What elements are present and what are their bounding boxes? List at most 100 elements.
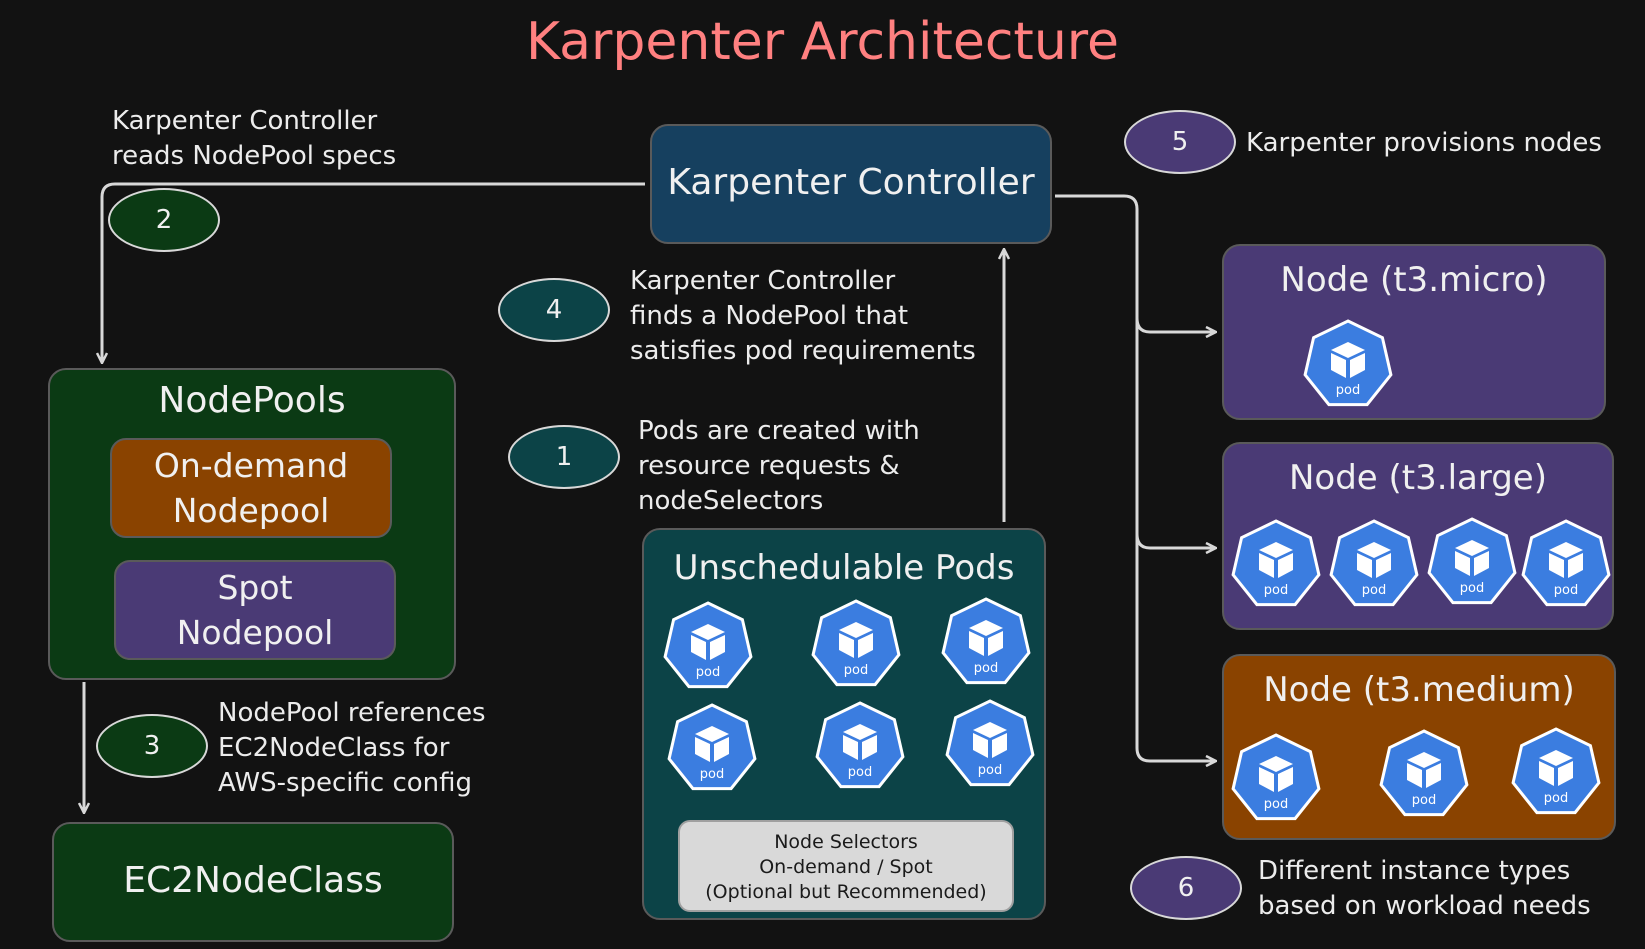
pod-label: pod <box>848 765 872 780</box>
pod-heptagon <box>667 703 757 791</box>
pod-shape: pod <box>815 701 905 789</box>
pod-icon: pod <box>1328 518 1420 610</box>
node-label: Node (t3.large) <box>1288 458 1547 498</box>
step-badge-2: 2 <box>108 188 220 252</box>
arrow-to-node-large <box>1135 533 1215 548</box>
pod-icon: pod <box>662 600 754 692</box>
pod-icon: pod <box>944 698 1036 790</box>
step-badge-1: 1 <box>508 425 620 489</box>
arrow-controller-to-nodepools <box>102 182 645 362</box>
pod-icon: pod <box>1520 518 1612 610</box>
step-note-6: Different instance types based on worklo… <box>1258 856 1591 921</box>
ec2nodeclass-box: EC2NodeClass <box>52 822 454 942</box>
pod-shape: pod <box>663 601 753 689</box>
node-label: Node (t3.medium) <box>1263 670 1575 710</box>
on-demand-nodepool: On-demand Nodepool <box>110 438 392 538</box>
pod-icon: pod <box>810 598 902 690</box>
pod-label: pod <box>1554 583 1578 598</box>
pod-heptagon <box>815 701 905 789</box>
cube-icon <box>973 722 1007 758</box>
arrow-to-node-micro <box>1135 317 1215 332</box>
pod-label: pod <box>844 663 868 678</box>
step-note-1: Pods are created with resource requests … <box>638 416 920 516</box>
unschedulable-pods-box: Unschedulable Pods pod pod pod pod pod p… <box>642 528 1046 920</box>
step-badge-3: 3 <box>96 714 208 778</box>
pod-label: pod <box>1336 383 1360 398</box>
pod-label: pod <box>1264 583 1288 598</box>
cube-icon <box>1539 750 1573 786</box>
pod-icon: pod <box>1426 516 1518 608</box>
pod-label: pod <box>1362 583 1386 598</box>
pod-heptagon <box>941 597 1031 685</box>
node-label: Node (t3.micro) <box>1280 260 1548 300</box>
pod-shape: pod <box>1329 519 1419 607</box>
step-badge-6: 6 <box>1130 856 1242 920</box>
pod-heptagon <box>1231 519 1321 607</box>
pod-icon: pod <box>814 700 906 792</box>
pod-shape: pod <box>1231 733 1321 821</box>
pod-shape: pod <box>1521 519 1611 607</box>
cube-icon <box>969 620 1003 656</box>
step-badge-5: 5 <box>1124 110 1236 174</box>
cube-icon <box>695 726 729 762</box>
pod-icon: pod <box>666 702 758 794</box>
pod-label: pod <box>1264 797 1288 812</box>
step-note-5: Karpenter provisions nodes <box>1246 128 1602 158</box>
cube-icon <box>1407 752 1441 788</box>
pod-shape: pod <box>1379 729 1469 817</box>
karpenter-controller-label: Karpenter Controller <box>667 162 1035 203</box>
spot-nodepool: Spot Nodepool <box>114 560 396 660</box>
cube-icon <box>1549 542 1583 578</box>
cube-icon <box>843 724 877 760</box>
pod-shape: pod <box>1427 517 1517 605</box>
pod-label: pod <box>974 661 998 676</box>
pod-heptagon <box>945 699 1035 787</box>
node-t3-medium: Node (t3.medium) pod pod pod <box>1222 654 1616 840</box>
cube-icon <box>1357 542 1391 578</box>
arrow-controller-to-nodes <box>1055 194 1215 761</box>
node-selectors-note: Node Selectors On-demand / Spot (Optiona… <box>678 820 1014 912</box>
pod-icon: pod <box>1510 726 1602 818</box>
pod-grid: pod pod pod pod pod pod <box>644 530 1048 922</box>
pod-icon: pod <box>1302 318 1394 410</box>
cube-icon <box>1455 540 1489 576</box>
pod-heptagon <box>663 601 753 689</box>
pod-heptagon <box>1521 519 1611 607</box>
cube-icon <box>691 624 725 660</box>
pod-label: pod <box>978 763 1002 778</box>
pod-icon: pod <box>940 596 1032 688</box>
unschedulable-pods-title: Unschedulable Pods <box>673 548 1015 588</box>
pod-heptagon <box>811 599 901 687</box>
pod-label: pod <box>1412 793 1436 808</box>
step-note-4: Karpenter Controller finds a NodePool th… <box>630 266 976 366</box>
pod-heptagon <box>1231 733 1321 821</box>
karpenter-controller-box: Karpenter Controller <box>650 124 1052 244</box>
cube-icon <box>1259 542 1293 578</box>
cube-icon <box>839 622 873 658</box>
nodepools-box: NodePools On-demand Nodepool Spot Nodepo… <box>48 368 456 680</box>
step-note-2: Karpenter Controller reads NodePool spec… <box>112 106 397 171</box>
pod-shape: pod <box>1511 727 1601 815</box>
pod-heptagon <box>1379 729 1469 817</box>
pod-shape: pod <box>941 597 1031 685</box>
diagram-title: Karpenter Architecture <box>525 12 1120 72</box>
pod-shape: pod <box>945 699 1035 787</box>
pod-heptagon <box>1511 727 1601 815</box>
ec2nodeclass-label: EC2NodeClass <box>123 860 383 901</box>
pod-shape: pod <box>1303 319 1393 407</box>
pod-shape: pod <box>1231 519 1321 607</box>
pod-heptagon <box>1303 319 1393 407</box>
pod-icon: pod <box>1230 518 1322 610</box>
pod-shape: pod <box>811 599 901 687</box>
step-note-3: NodePool references EC2NodeClass for AWS… <box>218 698 486 798</box>
pod-shape: pod <box>667 703 757 791</box>
nodepools-title: NodePools <box>158 380 346 421</box>
cube-icon <box>1331 342 1365 378</box>
pod-icon: pod <box>1378 728 1470 820</box>
node-t3-micro: Node (t3.micro) pod <box>1222 244 1606 420</box>
pod-heptagon <box>1427 517 1517 605</box>
pod-label: pod <box>696 665 720 680</box>
pod-icon: pod <box>1230 732 1322 824</box>
step-badge-4: 4 <box>498 278 610 342</box>
